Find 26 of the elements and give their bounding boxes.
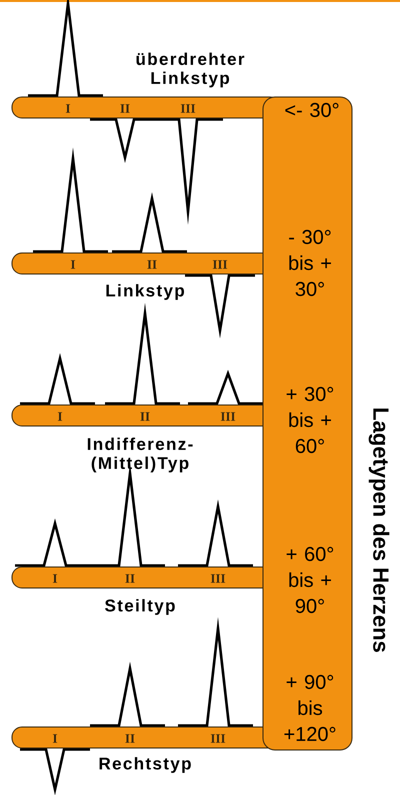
lead-label: III	[210, 734, 226, 743]
lead-label: II	[120, 104, 130, 113]
type-name: Steiltyp	[105, 599, 175, 615]
lead-label: II	[147, 260, 157, 269]
type-name: überdrehter Linkstyp	[136, 52, 244, 88]
lead-label: I	[66, 104, 70, 113]
lead-label: I	[70, 260, 76, 269]
type-name: Rechtstyp	[100, 757, 191, 773]
lead-label: III	[210, 574, 226, 583]
angle-range: + 90° bis +120°	[284, 674, 336, 742]
lead-label: II	[140, 412, 150, 421]
type-name: Indifferenz- (Mittel)Typ	[88, 438, 193, 472]
lead-label: I	[52, 734, 58, 743]
lead-label: II	[125, 574, 135, 583]
angle-range: - 30° bis + 30°	[289, 230, 331, 296]
angle-range: + 30° bis + 60°	[286, 386, 334, 454]
lead-label: I	[52, 574, 58, 583]
angle-range: + 60° bis + 90°	[286, 546, 334, 614]
band-heading: Lagetypen des Herzens	[368, 408, 390, 652]
lead-label: III	[220, 412, 236, 421]
angle-range: <- 30°	[285, 102, 338, 118]
lead-label: I	[58, 412, 62, 421]
lead-label: II	[125, 734, 135, 743]
lead-label: III	[212, 260, 228, 269]
lead-label: III	[180, 104, 196, 113]
type-name: Linkstyp	[106, 284, 184, 300]
